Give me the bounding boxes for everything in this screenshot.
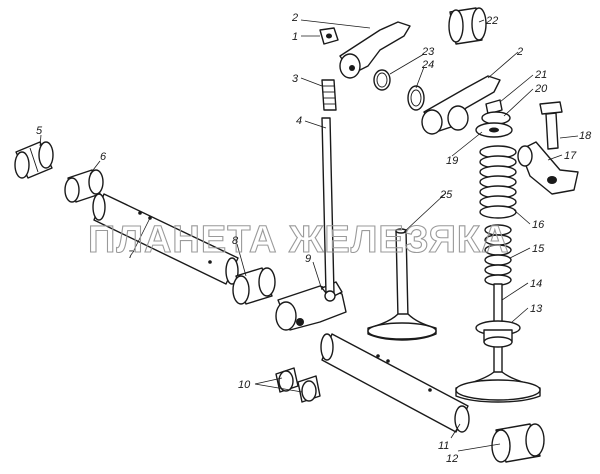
callout-21: 21 xyxy=(534,69,547,81)
part-18-bolt xyxy=(539,101,563,150)
callout-10: 10 xyxy=(238,379,251,391)
callout-7: 7 xyxy=(128,249,135,261)
callout-14: 14 xyxy=(530,278,542,290)
part-16-outer-valve-spring xyxy=(479,145,517,219)
part-2-rocker-arm-right xyxy=(421,75,501,135)
callout-22: 22 xyxy=(485,15,498,27)
part-23-snap-ring xyxy=(373,69,391,91)
callout-18: 18 xyxy=(579,130,592,142)
callout-15: 15 xyxy=(532,243,545,255)
watermark-text: ПЛАНЕТА ЖЕЛЕЗЯКА xyxy=(88,219,510,261)
callout-19: 19 xyxy=(446,155,458,167)
callout-20: 20 xyxy=(534,83,548,95)
leader-lines xyxy=(39,19,579,452)
part-4-push-rod xyxy=(321,117,336,302)
callout-numbers: 2 1 3 4 5 6 7 8 9 10 11 12 13 14 15 16 1… xyxy=(36,12,592,465)
part-22-bushing xyxy=(448,7,487,45)
part-13-valve-guide xyxy=(475,320,521,348)
callout-2-upper: 2 xyxy=(291,12,298,24)
part-24-washer xyxy=(407,85,425,111)
callout-9: 9 xyxy=(305,253,311,265)
part-6-bushing xyxy=(64,169,104,203)
callout-12: 12 xyxy=(446,453,458,465)
callout-8: 8 xyxy=(232,235,239,247)
part-7-rocker-shaft xyxy=(92,193,239,285)
part-11-rocker-shaft xyxy=(320,333,470,433)
callout-11: 11 xyxy=(438,440,449,452)
part-12-bushing xyxy=(491,423,545,463)
part-14-valve-head xyxy=(455,371,541,403)
part-9-rocker-arm xyxy=(275,281,347,331)
part-1-nut xyxy=(319,27,339,45)
callout-6: 6 xyxy=(100,151,107,163)
part-15-inner-valve-spring xyxy=(484,224,512,286)
callout-17: 17 xyxy=(564,150,577,162)
callout-3: 3 xyxy=(292,73,299,85)
callout-25: 25 xyxy=(439,189,453,201)
callout-24: 24 xyxy=(421,59,434,71)
callout-4: 4 xyxy=(296,115,302,127)
part-2-rocker-arm-upper xyxy=(339,21,411,79)
part-19-spring-seat xyxy=(475,122,513,138)
part-25-valve xyxy=(367,228,437,341)
part-21-valve-keepers xyxy=(485,99,503,115)
part-10-bushings xyxy=(275,367,321,403)
callout-5: 5 xyxy=(36,125,43,137)
callout-2-right: 2 xyxy=(516,46,523,58)
callout-23: 23 xyxy=(421,46,435,58)
callout-13: 13 xyxy=(530,303,543,315)
callout-16: 16 xyxy=(532,219,545,231)
part-3-adjusting-screw xyxy=(321,79,337,111)
part-17-bracket xyxy=(517,141,579,195)
part-5-bushing xyxy=(14,141,54,179)
part-8-bushing xyxy=(232,267,276,305)
callout-1: 1 xyxy=(292,31,298,43)
